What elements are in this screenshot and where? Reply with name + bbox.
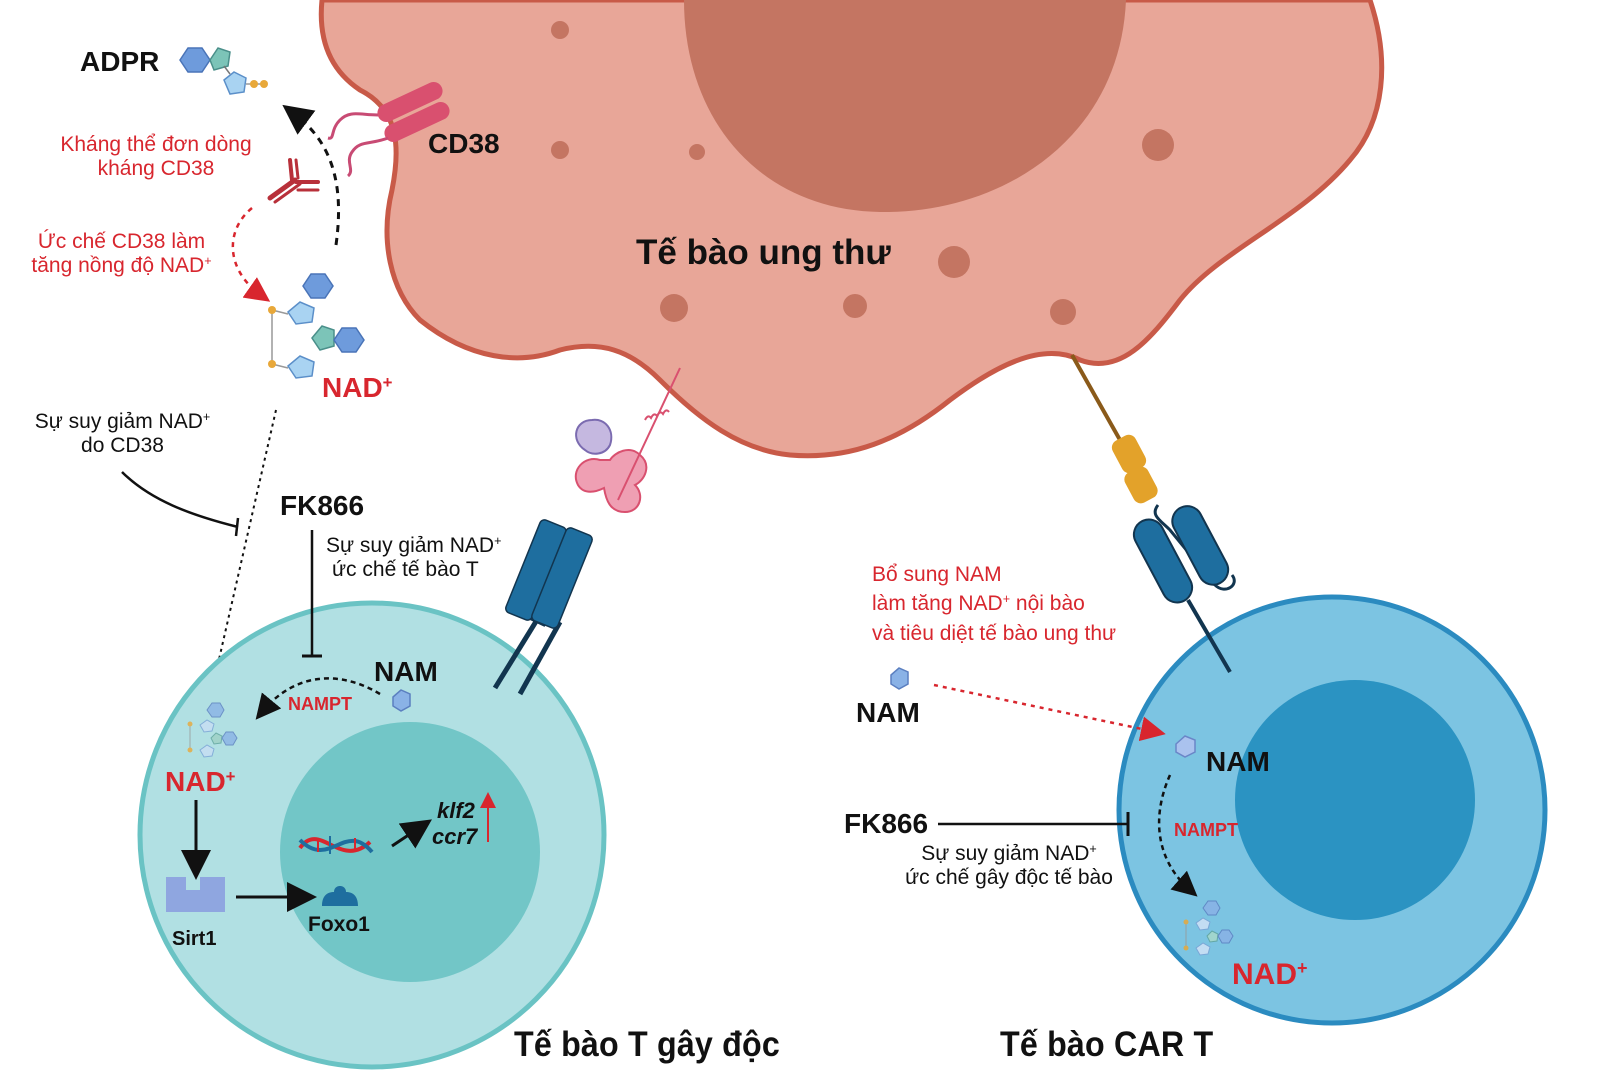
fk866-left-note: Sự suy giảm NAD+ ức chế tế bào T [326, 534, 502, 582]
cancer-cell-body [318, 0, 1385, 459]
klf2-label: klf2 [437, 798, 475, 823]
nam-molecule-icon [392, 689, 411, 712]
nad-right-label: NAD+ [1232, 958, 1308, 991]
nad-molecule-small-icon [187, 702, 238, 758]
ccr7-label: ccr7 [432, 824, 478, 849]
cd38-depletion-label: Sự suy giảm NAD+ do CD38 [34, 410, 211, 458]
mhc-antigen-complex [574, 367, 681, 514]
car-t-cell [1116, 594, 1548, 1026]
cd38-inhibition-arrow [231, 207, 271, 302]
vesicle [551, 21, 569, 39]
dna-icon [298, 836, 374, 854]
nam-supplement-arrow [933, 683, 1166, 742]
t-cell-nucleus [280, 722, 540, 982]
car-t-nucleus [1235, 680, 1475, 920]
antibody-label: Kháng thể đơn dòng kháng CD38 [36, 133, 276, 181]
car-receptor [1070, 354, 1236, 674]
nam-supplement-label: Bổ sung NAM làm tăng NAD+ nội bào và tiê… [872, 563, 1117, 645]
cd38-label: CD38 [428, 128, 500, 159]
cd38-inhibition-line1: Ức chế CD38 làm [37, 230, 206, 253]
tcr-receptor [492, 519, 593, 696]
cd38-depletion-tbar [234, 517, 240, 537]
fk866-right-label: FK866 [844, 808, 929, 839]
cd38-inhibition-line2: tăng nồng độ NAD+ [31, 254, 212, 278]
sirt1-label: Sirt1 [172, 928, 217, 950]
nampt-right-label: NAMPT [1174, 820, 1238, 840]
nampt-arrow-right [1157, 774, 1198, 897]
antibody-label-line1: Kháng thể đơn dòng [60, 133, 252, 156]
foxo1-icon [322, 886, 358, 906]
fk866-left-label: FK866 [280, 490, 365, 521]
cd38-inhibition-label: Ức chế CD38 làm tăng nồng độ NAD+ [14, 230, 229, 278]
vesicle [1050, 299, 1076, 325]
nad-top-label: NAD+ [322, 372, 393, 403]
vesicle [689, 144, 705, 160]
vesicle [660, 294, 688, 322]
anti-cd38-antibody-icon [267, 158, 320, 204]
vesicle [938, 246, 970, 278]
adpr-label: ADPR [80, 46, 160, 77]
nam-left-label: NAM [374, 656, 438, 687]
car-t-title: Tế bào CAR T [1000, 1025, 1214, 1064]
cancer-cell [318, 0, 1385, 459]
adpr-molecule-icon [179, 47, 268, 95]
cd38-depletion-inhibitor-line [121, 471, 239, 529]
nampt-arrow-left [255, 677, 381, 720]
vesicle [551, 141, 569, 159]
nam-molecule-car-icon [1175, 735, 1196, 758]
cd38-receptor [327, 82, 450, 178]
vesicle [1142, 129, 1174, 161]
nad-molecule-car-icon [1183, 900, 1234, 956]
nampt-left-label: NAMPT [288, 694, 352, 714]
sirt1-icon [166, 877, 225, 912]
nad-left-label: NAD+ [165, 766, 236, 797]
nam-outside-label: NAM [856, 697, 920, 728]
cancer-cell-title: Tế bào ung thư [636, 233, 891, 272]
dna-to-genes-arrow [391, 819, 432, 849]
nad-molecule-icon [268, 273, 365, 379]
cancer-nucleus [684, 0, 1126, 213]
nad-entry-arrow [204, 409, 277, 698]
antibody-label-line2: kháng CD38 [97, 157, 215, 181]
cd38-to-adpr-arrow [282, 104, 340, 246]
foxo1-label: Foxo1 [308, 913, 370, 936]
vesicle [843, 294, 867, 318]
fk866-right-note: Sự suy giảm NAD+ ức chế gây độc tế bào [905, 842, 1113, 890]
nam-molecule-outside-icon [890, 667, 909, 690]
nam-right-label: NAM [1206, 746, 1270, 777]
t-cell-title: Tế bào T gây độc [514, 1025, 780, 1064]
